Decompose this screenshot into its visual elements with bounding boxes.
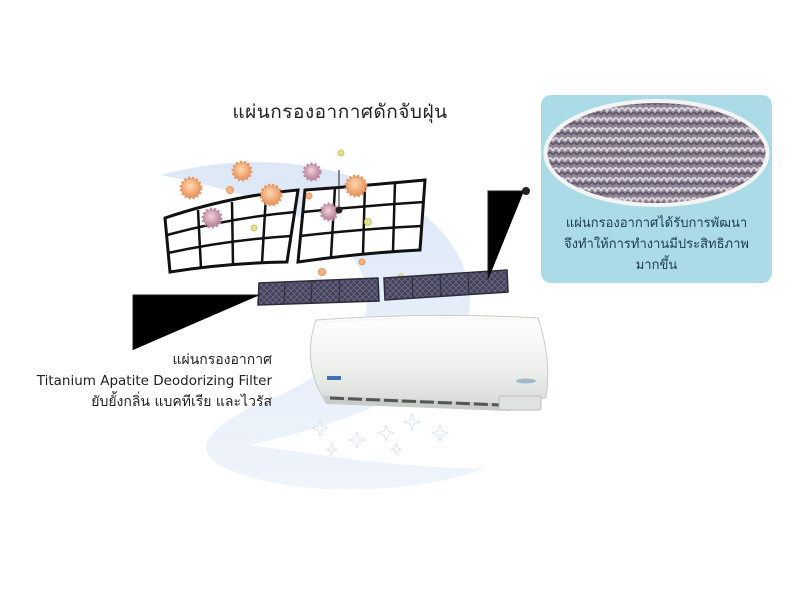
dust-filter-right [296, 178, 427, 264]
sparkle-icon [311, 419, 329, 437]
callout-line2: จึงทำให้การทำงานมีประสิทธิภาพ [564, 237, 749, 252]
dust-particle-icon [344, 174, 368, 198]
apatite-label-line1: แผ่นกรองอากาศ [172, 352, 272, 368]
sparkle-icon [377, 424, 395, 442]
sparkle-icon [348, 431, 366, 449]
dust-filter-label: แผ่นกรองอากาศดักจับฝุ่น [232, 101, 448, 123]
dust-particle-icon [179, 176, 203, 200]
air-conditioner-unit [309, 314, 549, 411]
dust-particle-icon [259, 183, 283, 207]
dust-particle-icon [231, 160, 253, 182]
sparkle-icon [390, 443, 403, 456]
dust-filter-left [163, 188, 300, 274]
leader-line-callout [487, 190, 524, 280]
sparkle-icon [403, 413, 421, 431]
apatite-label-line2: Titanium Apatite Deodorizing Filter [36, 373, 272, 389]
sparkles [311, 413, 449, 456]
brand-logo-icon [327, 376, 341, 380]
apatite-label-line3: ยับยั้งกลิ่น แบคทีเรีย และไวรัส [91, 394, 272, 410]
callout-line3: มากขึ้น [635, 258, 678, 273]
dust-particle-icon [201, 207, 223, 229]
dust-particles [179, 149, 405, 296]
apatite-filter-label: แผ่นกรองอากาศ Titanium Apatite Deodorizi… [0, 350, 272, 413]
sparkle-icon [431, 424, 449, 442]
filter-closeup-image [543, 99, 770, 207]
apatite-filter [257, 269, 509, 306]
dust-particle-icon [319, 202, 339, 222]
dust-particle-icon [302, 162, 322, 182]
sparkle-icon [325, 443, 338, 456]
callout-text: แผ่นกรองอากาศได้รับการพัฒนา จึงทำให้การท… [541, 213, 772, 276]
leader-line-apatite [132, 294, 260, 350]
callout-box: แผ่นกรองอากาศได้รับการพัฒนา จึงทำให้การท… [541, 95, 772, 283]
callout-line1: แผ่นกรองอากาศได้รับการพัฒนา [565, 216, 748, 231]
